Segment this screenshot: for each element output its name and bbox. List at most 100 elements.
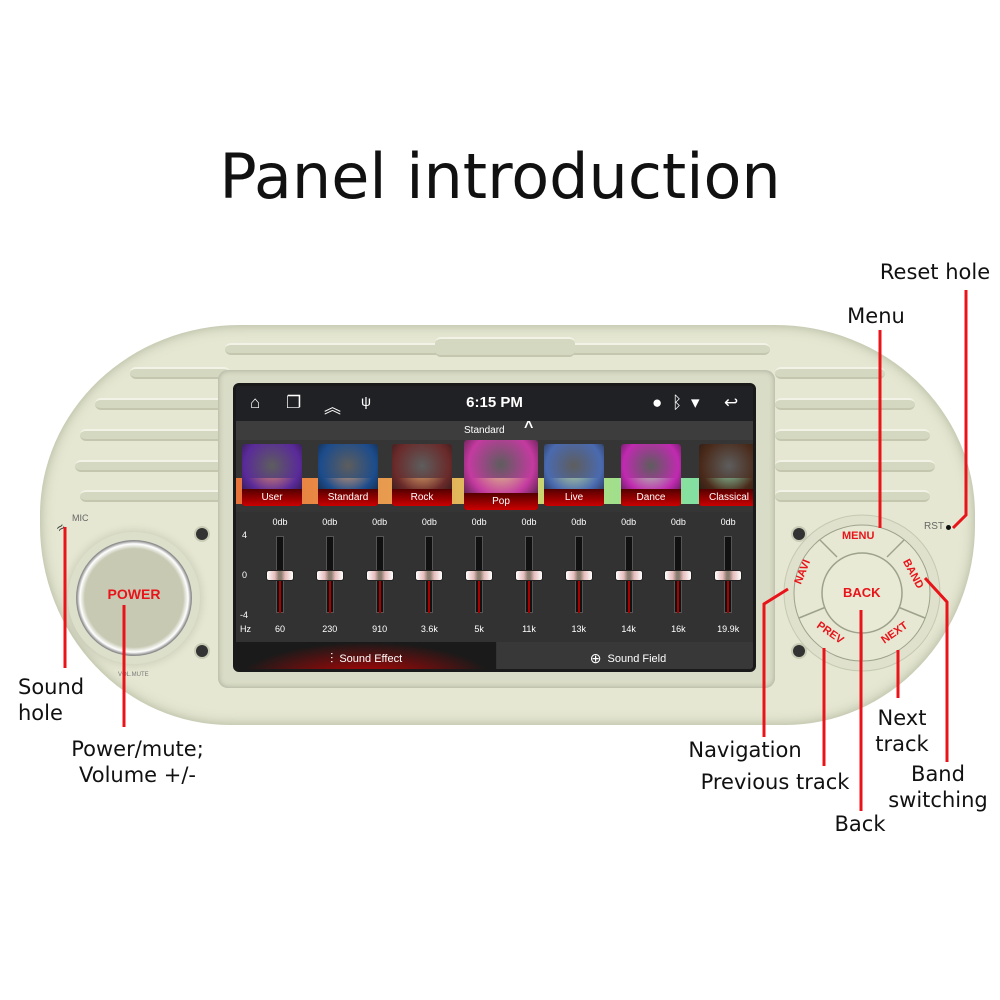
eq-slider-handle[interactable] (714, 569, 743, 581)
recent-apps-icon[interactable]: ❐ (286, 393, 302, 412)
preset-label: Rock (392, 489, 452, 506)
mic-label: MIC (72, 513, 89, 523)
eq-slider-handle[interactable] (266, 569, 294, 581)
back-icon[interactable]: ↩ (724, 393, 739, 412)
preset-standard[interactable]: Standard (318, 444, 378, 506)
tab-label: Sound Field (607, 652, 667, 665)
eq-db-value: 0db (670, 517, 686, 527)
label-back: Back (834, 812, 886, 836)
preset-label: Live (544, 489, 604, 506)
preset-dance[interactable]: Dance (621, 444, 681, 506)
eq-frequency: 5k (474, 624, 484, 634)
eq-frequency: 11k (522, 624, 536, 634)
preset-pop[interactable]: Pop (464, 440, 538, 510)
eq-db-value: 0db (272, 517, 288, 527)
eq-slider-handle[interactable] (515, 569, 543, 581)
preset-classical[interactable]: Classical (699, 444, 753, 506)
vent (95, 398, 230, 410)
eq-frequency: 3.6k (420, 624, 438, 634)
vent (775, 367, 885, 379)
vent (225, 343, 445, 355)
label-reset-hole: Reset hole (879, 260, 991, 284)
preset-label: User (242, 489, 302, 506)
vent (80, 490, 230, 502)
preset-header[interactable]: Standard ^ (236, 419, 753, 440)
eq-db-value: 0db (720, 517, 736, 527)
eq-frequency: 13k (571, 624, 587, 634)
eq-slider-handle[interactable] (315, 569, 344, 581)
divider (819, 539, 838, 558)
preset-live[interactable]: Live (544, 444, 604, 506)
preset-user[interactable]: User (242, 444, 302, 506)
power-volume-knob[interactable]: POWER (76, 540, 192, 656)
chevron-up-icon[interactable]: ^ (524, 419, 534, 436)
eq-band: 0db 14k (607, 512, 651, 642)
eq-slider-handle[interactable] (664, 569, 693, 581)
eq-frequency: 60 (274, 624, 285, 634)
band-line (923, 576, 949, 762)
eq-frequency: 14k (621, 624, 636, 634)
eq-band: 0db 60 (258, 512, 302, 642)
label-menu: Menu (847, 304, 905, 328)
screw-hole (196, 528, 208, 540)
screw-hole (196, 645, 208, 657)
eq-slider-handle[interactable] (614, 569, 643, 581)
eq-db-value: 0db (571, 517, 587, 527)
tab-sound-field[interactable]: ⊕ Sound Field (497, 642, 753, 669)
label-previous-track: Previous track (700, 770, 850, 794)
preset-label: Dance (621, 489, 681, 506)
eq-slider-handle[interactable] (564, 569, 593, 581)
bottom-tabs: ⫶ Sound Effect ⊕ Sound Field (236, 642, 753, 669)
page-title: Panel introduction (219, 140, 781, 213)
eq-frequency: 230 (322, 624, 338, 634)
eq-db-value: 0db (621, 517, 637, 527)
axis-label-top: 4 (242, 530, 248, 540)
menu-button[interactable]: MENU (842, 530, 875, 542)
vent (775, 490, 930, 502)
eq-band: 0db 13k (557, 512, 601, 642)
eq-band: 0db 3.6k (407, 512, 451, 642)
eq-db-value: 0db (471, 517, 487, 527)
vent (560, 343, 770, 355)
chevron-up-double-icon[interactable]: ︽ (324, 398, 341, 417)
screw-hole (793, 645, 805, 657)
eq-slider-handle[interactable] (415, 569, 444, 581)
location-icon: ● (652, 393, 663, 412)
home-icon[interactable]: ⌂ (250, 393, 261, 412)
tab-sound-effect[interactable]: ⫶ Sound Effect (236, 642, 496, 669)
screw-hole (793, 528, 805, 540)
axis-label-bottom: -4 (240, 610, 249, 620)
label-navigation: Navigation (688, 738, 802, 762)
vent (775, 460, 935, 472)
vol-mute-label: VOL.MUTE (118, 672, 149, 678)
eq-slider-handle[interactable] (365, 569, 394, 581)
reset-hole[interactable] (946, 525, 951, 530)
preset-label: Standard (318, 489, 378, 506)
eq-db-value: 0db (421, 517, 437, 527)
axis-label-mid: 0 (242, 570, 248, 580)
clock: 6:15 PM (466, 394, 523, 411)
preset-label: Classical (699, 489, 753, 506)
vent (75, 460, 230, 472)
control-cluster (783, 514, 941, 672)
current-preset-label: Standard (464, 425, 505, 436)
power-label: POWER (107, 586, 161, 602)
rst-label: RST (924, 521, 944, 532)
eq-band: 0db 5k (457, 512, 501, 642)
back-button-label: BACK (843, 585, 881, 600)
eq-slider-handle[interactable] (465, 569, 494, 581)
usb-icon: ψ (361, 393, 371, 409)
label-power: Power/mute;Volume +/- (71, 737, 204, 787)
preset-rock[interactable]: Rock (392, 444, 452, 506)
vent (80, 429, 230, 441)
status-bar: ⌂ ❐ ︽ ψ 6:15 PM ● ᛒ ▾ ↩ (236, 386, 753, 421)
